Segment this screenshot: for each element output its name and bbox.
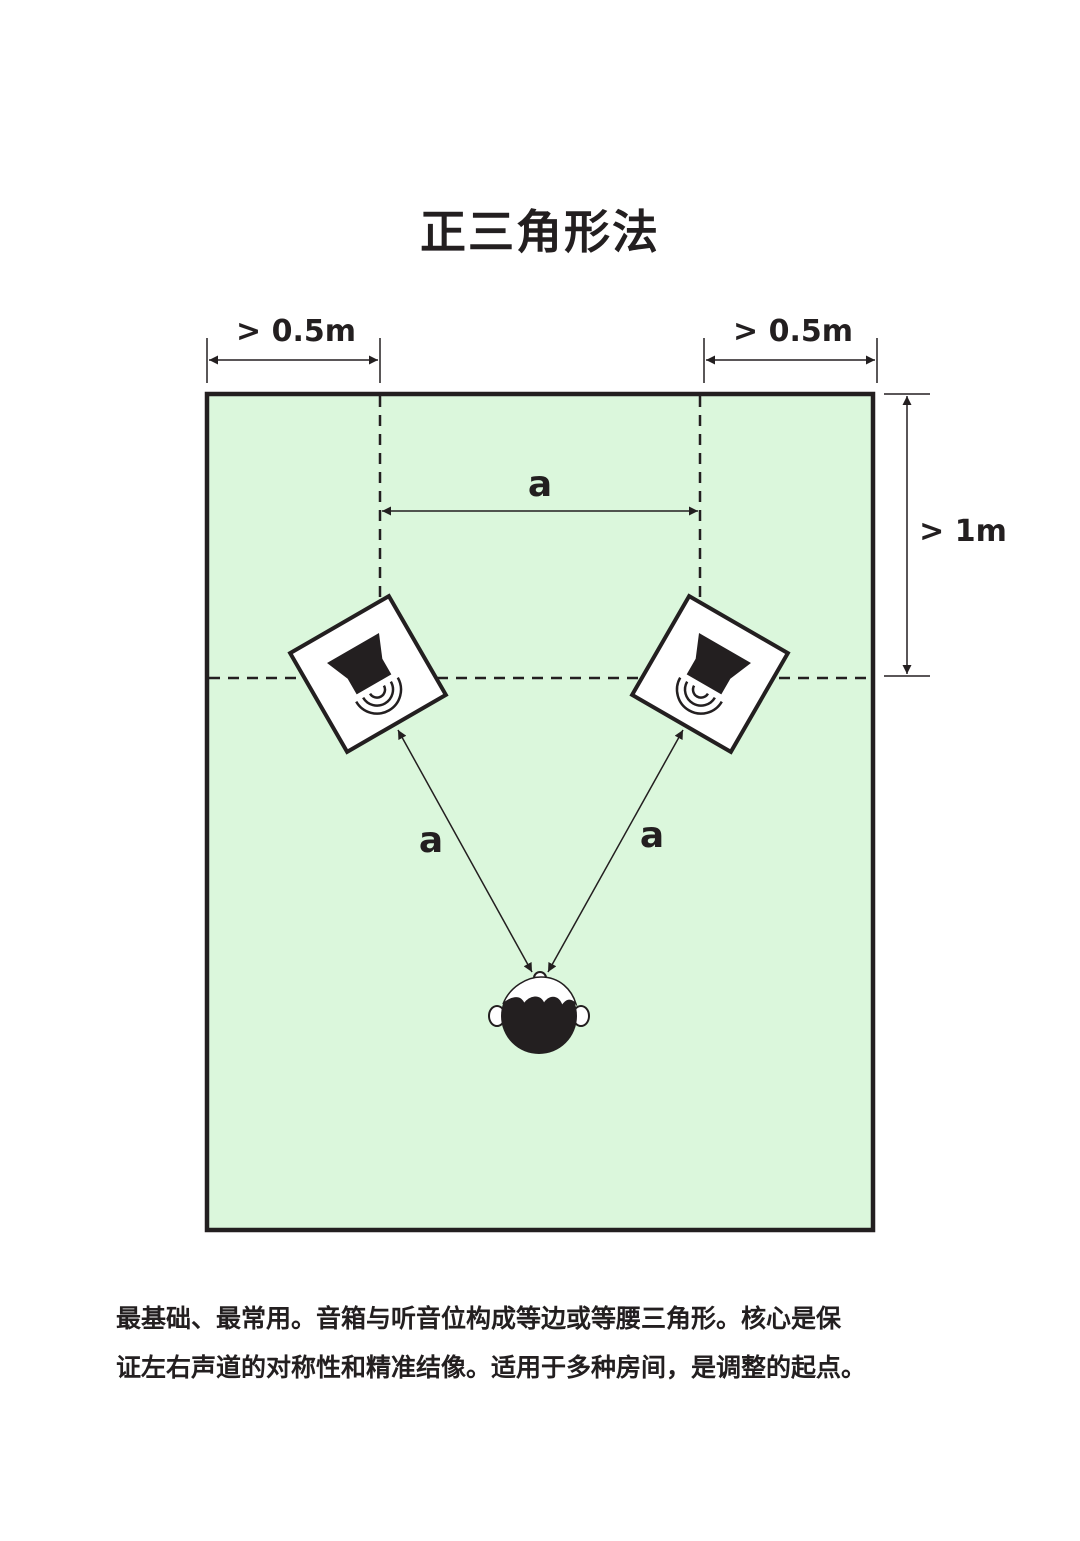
left-distance-label: a — [419, 820, 443, 861]
front-wall-gap-label: > 1m — [919, 514, 1007, 549]
speaker-spacing-label: a — [528, 464, 552, 505]
speaker-icon — [327, 633, 403, 715]
left-wall-gap-dimension — [206, 338, 381, 383]
right-wall-gap-dimension — [703, 338, 878, 383]
listener-head-icon — [488, 971, 590, 1054]
left-wall-gap-label: > 0.5m — [236, 314, 356, 349]
right-distance-arrow — [547, 729, 684, 973]
left-distance-arrow — [397, 729, 533, 973]
description-line-2: 证左右声道的对称性和精准结像。适用于多种房间，是调整的起点。 — [116, 1353, 867, 1382]
diagram-title: 正三角形法 — [420, 205, 660, 259]
right-speaker — [629, 593, 791, 755]
speaker-icon — [675, 633, 751, 715]
right-distance-label: a — [640, 815, 664, 856]
room-floor — [204, 391, 876, 1233]
front-wall-gap-dimension — [884, 393, 930, 677]
left-speaker — [287, 593, 449, 755]
description: 最基础、最常用。音箱与听音位构成等边或等腰三角形。核心是保 证左右声道的对称性和… — [116, 1294, 996, 1392]
description-line-1: 最基础、最常用。音箱与听音位构成等边或等腰三角形。核心是保 — [116, 1304, 842, 1333]
right-wall-gap-label: > 0.5m — [733, 314, 853, 349]
